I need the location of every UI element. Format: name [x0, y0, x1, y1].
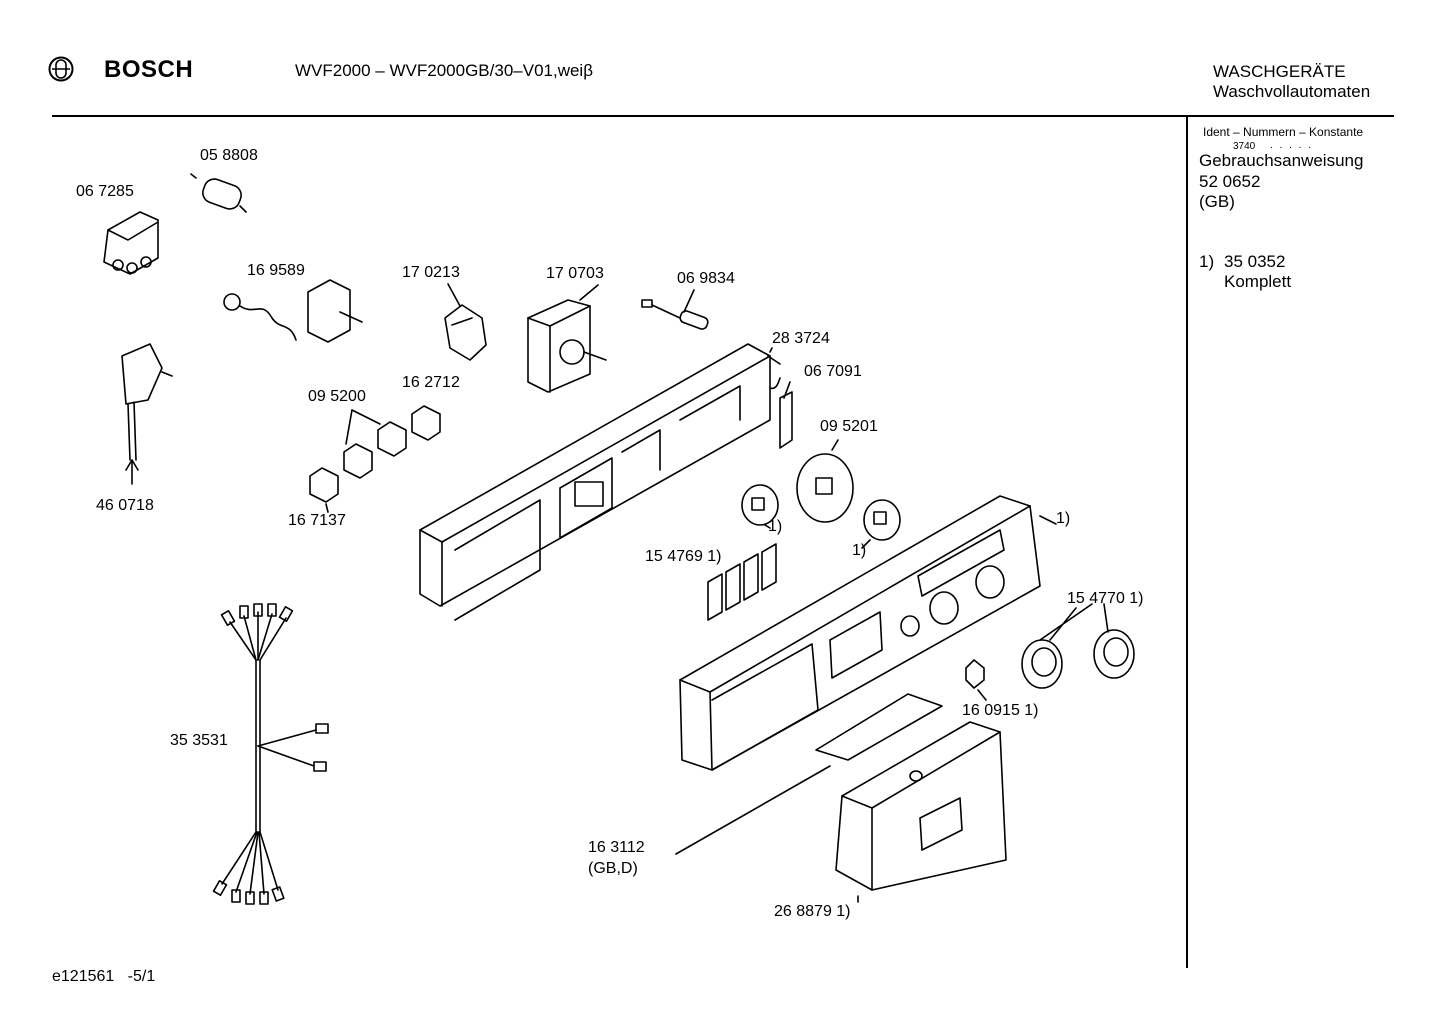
part-label: 17 0703 [546, 265, 604, 282]
manual-number: 52 0652 [1199, 172, 1261, 191]
manual-title: Gebrauchsanweisung [1199, 151, 1364, 170]
part-label: 06 7091 [804, 363, 862, 380]
header-divider [52, 115, 1394, 117]
power-plug-part [121, 343, 173, 485]
subcategory-title: Waschvollautomaten [1213, 82, 1371, 101]
ident-dots: . . . . . [1270, 140, 1314, 151]
knob-ring-parts [741, 484, 901, 549]
part-label: 17 0213 [402, 264, 460, 281]
detergent-drawer-part [835, 721, 1007, 903]
part-label: 16 9589 [247, 262, 305, 279]
page-number: -5/1 [127, 968, 156, 985]
label-strip-part [675, 693, 943, 855]
note-marker: 1) [1199, 252, 1215, 271]
part-label: 1) [768, 518, 783, 535]
manual-region: (GB) [1199, 192, 1235, 211]
category-title: WASCHGERÄTE [1213, 62, 1346, 81]
exploded-parts-drawing [103, 173, 1135, 905]
wiring-harness-part [212, 603, 329, 905]
part-label: 35 3531 [170, 732, 228, 749]
knob-boss-part [796, 439, 854, 523]
cable-part [641, 299, 709, 330]
drawing-id: e121561 -5/1 [52, 968, 155, 986]
front-panel-part [679, 495, 1057, 771]
thermostat-part [223, 279, 363, 343]
part-label: 05 8808 [200, 147, 258, 164]
model-title: WVF2000 – WVF2000GB/30–V01,weiβ [295, 61, 593, 80]
note-number: 35 0352 [1224, 252, 1286, 271]
note-text: Komplett [1224, 272, 1292, 291]
knob-parts [965, 603, 1135, 701]
ident-number: 3740 [1233, 141, 1256, 152]
part-label: 09 5201 [820, 418, 878, 435]
part-label: 15 4770 1) [1067, 590, 1144, 607]
part-label: 06 9834 [677, 270, 735, 287]
part-label: 15 4769 1) [645, 548, 722, 565]
part-label: 16 2712 [402, 374, 460, 391]
drawing-id-text: e121561 [52, 968, 115, 985]
capacitor-part [190, 173, 247, 213]
part-label: 28 3724 [772, 330, 830, 347]
part-label: 1) [852, 542, 867, 559]
part-label: 26 8879 1) [774, 903, 851, 920]
part-label: 1) [1056, 510, 1071, 527]
push-switch-parts [309, 405, 441, 513]
leader-lines [447, 283, 1077, 641]
part-label: 16 0915 1) [962, 702, 1039, 719]
switch-part [444, 304, 487, 361]
brand-name: BOSCH [104, 56, 194, 83]
control-panel-frame-part [419, 343, 771, 621]
part-label: 46 0718 [96, 497, 154, 514]
part-label: 16 3112 [588, 839, 645, 856]
ident-heading: Ident – Nummern – Konstante [1203, 125, 1364, 139]
filter-block-part [103, 211, 159, 275]
part-label: 06 7285 [76, 183, 134, 200]
programmer-part [527, 299, 607, 393]
part-label: (GB,D) [588, 860, 638, 877]
push-button-parts [707, 543, 777, 621]
sidebar-divider [1186, 115, 1188, 968]
part-label: 16 7137 [288, 512, 346, 529]
part-label: 09 5200 [308, 388, 366, 405]
bracket-part [767, 355, 793, 449]
bosch-logo-icon [48, 56, 74, 82]
